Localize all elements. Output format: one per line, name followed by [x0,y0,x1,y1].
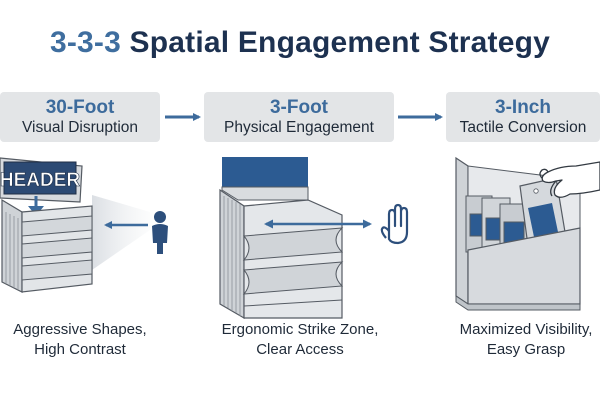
stage-distance: 3-Foot [269,97,329,118]
sightline-beam [92,195,150,270]
stage-label: Visual Disruption [21,118,139,136]
stage-30-foot-box: 30-Foot Visual Disruption [0,92,160,142]
display-fixture-30-foot: HEADER [0,157,150,293]
stage-label: Physical Engagement [224,118,374,136]
stage-3-inch-box: 3-Inch Tactile Conversion [446,92,600,142]
header-sign-text: HEADER [0,170,80,191]
stage-distance: 3-Inch [495,97,551,118]
stage-label: Tactile Conversion [459,118,587,136]
stage-3-foot-box: 3-Foot Physical Engagement [204,92,394,142]
caption-3-inch: Maximized Visibility, Easy Grasp [459,321,593,358]
open-hand-icon [380,203,409,245]
display-fixture-3-foot [219,157,344,320]
person-icon [152,211,168,254]
page-title: 3-3-3 Spatial Engagement Strategy [49,26,551,59]
header-sign [3,161,77,195]
stage-distance: 30-Foot [45,97,115,118]
caption-30-foot: Aggressive Shapes, High Contrast [13,321,147,358]
display-fixture-3-inch [455,156,581,311]
caption-3-foot: Ergonomic Strike Zone, Clear Access [221,321,379,358]
reaching-hand-icon [539,161,600,198]
